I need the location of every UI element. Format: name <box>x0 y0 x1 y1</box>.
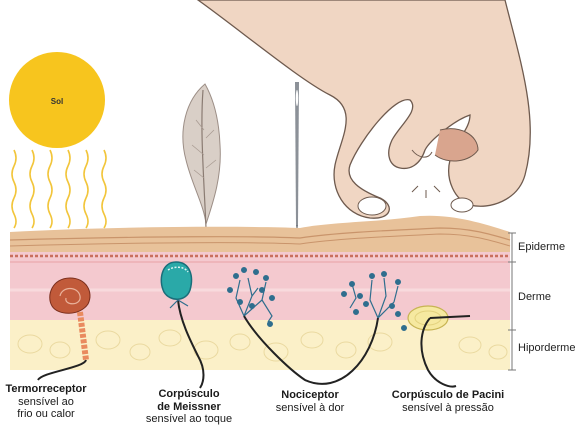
heat-waves <box>12 150 106 228</box>
termorreceptor-desc-2: frio ou calor <box>2 408 90 421</box>
sun: Sol <box>9 52 105 148</box>
pacini-name: Corpúsculo de Pacini <box>380 389 516 402</box>
label-termorreceptor: Termorreceptor sensível ao frio ou calor <box>2 383 90 421</box>
meissner-desc: sensível ao toque <box>134 413 244 426</box>
nociceptor-name: Nociceptor <box>262 389 358 402</box>
meissner-name-2: de Meissner <box>134 401 244 414</box>
nociceptor-desc: sensível à dor <box>262 402 358 415</box>
label-pacini: Corpúsculo de Pacini sensível à pressão <box>380 389 516 414</box>
pacini-desc: sensível à pressão <box>380 402 516 415</box>
label-nociceptor: Nociceptor sensível à dor <box>262 389 358 414</box>
termorreceptor-name: Termorreceptor <box>2 383 90 396</box>
meissner-name-1: Corpúsculo <box>134 388 244 401</box>
layer-label-hipoderme: Hiporderme <box>518 342 575 354</box>
layer-label-epiderme: Epiderme <box>518 241 565 253</box>
feather <box>183 84 220 228</box>
sun-label: Sol <box>51 97 63 106</box>
layer-label-derme: Derme <box>518 291 551 303</box>
hand <box>198 0 530 218</box>
termorreceptor-desc-1: sensível ao <box>2 396 90 409</box>
needle <box>295 82 299 232</box>
label-meissner: Corpúsculo de Meissner sensível ao toque <box>134 388 244 426</box>
